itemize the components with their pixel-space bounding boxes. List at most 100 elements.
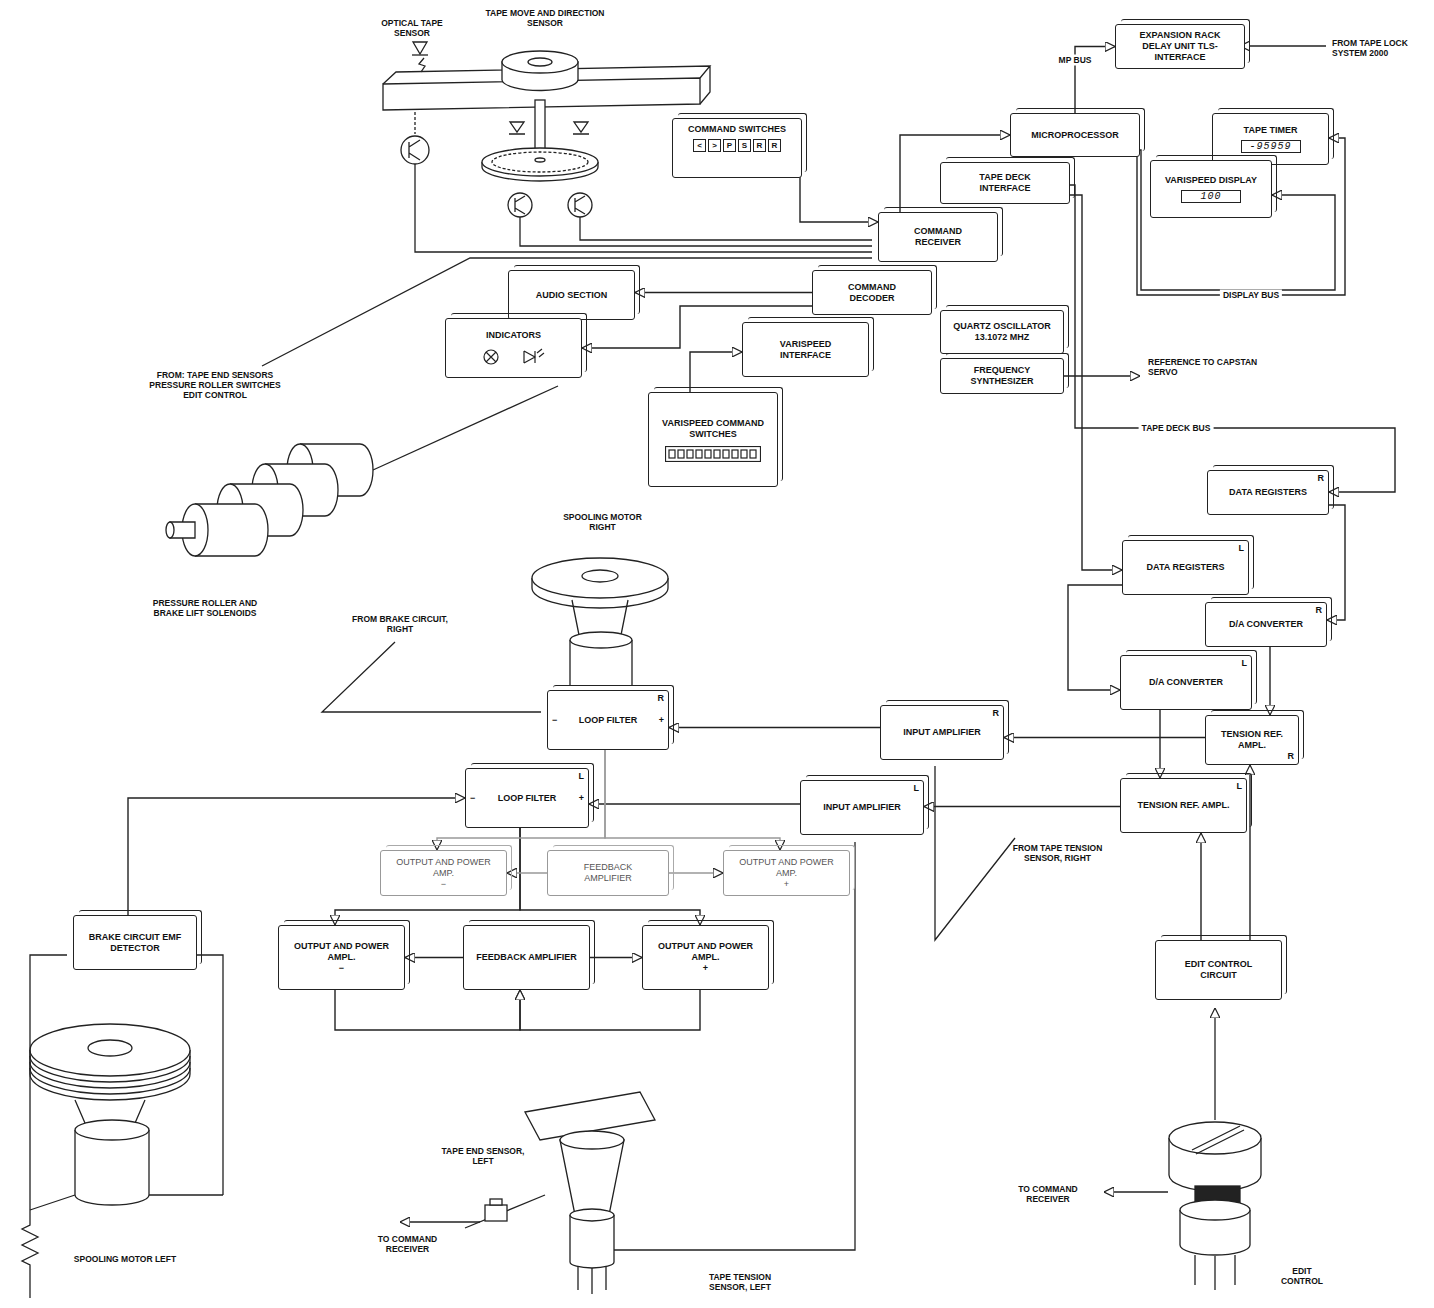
circuit-block: DATA REGISTERSL	[1122, 540, 1249, 595]
signal-connector	[690, 352, 742, 392]
spooling-motor-left	[88, 1040, 132, 1056]
node-label: OUTPUT AND POWER AMP.	[393, 857, 494, 879]
optical-tape-sensor	[412, 54, 428, 55]
display-readout: -95959	[1241, 140, 1301, 153]
node-label: LOOP FILTER	[478, 793, 576, 804]
spooling-motor-left	[75, 1120, 149, 1140]
tape-move-sensor	[509, 122, 525, 134]
node-label: QUARTZ OSCILLATOR 13.1072 MHZ	[953, 321, 1051, 343]
node-label: BRAKE CIRCUIT EMF DETECTOR	[86, 932, 184, 954]
input-sign: −	[552, 715, 557, 726]
circuit-block: D/A CONVERTERL	[1120, 655, 1252, 710]
hidden-channel-box: OUTPUT AND POWER AMP.+	[723, 850, 850, 896]
node-label: VARISPEED COMMAND SWITCHES	[661, 418, 765, 440]
node-label: MICROPROCESSOR	[1023, 130, 1127, 141]
node-label: FEEDBACK AMPLIFIER	[560, 862, 656, 884]
callout-label: SPOOLING MOTOR LEFT	[65, 1254, 185, 1264]
signal-connector	[669, 727, 880, 728]
tape-end-sensor-left	[400, 1195, 545, 1228]
circuit-block: TENSION REF. AMPL.L	[1120, 778, 1247, 833]
switch-key: >	[708, 139, 721, 152]
signal-connector	[335, 990, 520, 1030]
node-label: OUTPUT AND POWER AMP.	[736, 857, 837, 879]
tape-tension-sensor-left	[578, 1266, 606, 1294]
edit-control-knob	[1104, 1008, 1261, 1290]
circuit-block: TAPE TIMER -95959	[1212, 113, 1329, 165]
node-label: INDICATORS	[458, 330, 569, 341]
spooling-motor-left	[30, 1024, 190, 1076]
tape-tension-sensor-left	[560, 1131, 624, 1149]
node-label: COMMAND RECEIVER	[891, 226, 985, 248]
node-label: TENSION REF. AMPL.	[1218, 729, 1286, 751]
channel-tag: L	[1242, 658, 1248, 669]
edit-control-knob	[1214, 1008, 1215, 1120]
switch-key-symbol	[714, 450, 720, 458]
tape-tension-sensor-left	[560, 1140, 624, 1215]
optical-tape-sensor	[414, 112, 415, 134]
circuit-block: LOOP FILTERL−+	[465, 768, 589, 828]
node-label: VARISPEED DISPLAY	[1163, 175, 1259, 186]
callout-label: TO COMMAND RECEIVER	[360, 1234, 455, 1254]
tape-move-sensor	[575, 196, 585, 214]
circuit-block: LOOP FILTERR−+	[547, 690, 669, 750]
tape-end-sensor-left	[485, 1205, 507, 1221]
bus-label: TAPE DECK BUS	[1139, 423, 1214, 434]
indicator-symbol	[486, 352, 496, 362]
circuit-block: VARISPEED INTERFACE	[742, 322, 869, 377]
signal-connector	[405, 957, 463, 958]
channel-tag: L	[914, 783, 920, 794]
callout-label: OPTICAL TAPE SENSOR	[372, 18, 452, 38]
circuit-block: COMMAND RECEIVER	[878, 212, 998, 262]
signal-connector	[1070, 185, 1395, 492]
switch-bank	[665, 446, 761, 462]
circuit-block: COMMAND DECODER	[812, 270, 932, 315]
hidden-channel-box: FEEDBACK AMPLIFIER	[547, 850, 669, 896]
signal-connector	[1327, 505, 1345, 620]
node-label: COMMAND DECODER	[825, 282, 919, 304]
feedback-wires	[935, 766, 1015, 940]
optical-tape-sensor	[413, 42, 427, 54]
display-readout: 100	[1181, 190, 1241, 203]
edit-control-knob	[1195, 1255, 1235, 1290]
tape-move-sensor	[535, 158, 545, 162]
channel-tag: R	[993, 708, 1000, 719]
signal-connector	[1068, 585, 1122, 690]
switch-key-symbol	[741, 450, 747, 458]
spooling-motor-left	[75, 1130, 149, 1205]
signal-connector	[1070, 195, 1122, 570]
circuit-block: EXPANSION RACK DELAY UNIT TLS-INTERFACE	[1115, 24, 1245, 69]
node-label: EDIT CONTROL CIRCUIT	[1168, 959, 1269, 981]
signal-connector	[335, 828, 520, 925]
switch-key-symbol	[705, 450, 711, 458]
polarity-sign: +	[736, 879, 837, 890]
optical-tape-sensor	[409, 140, 420, 160]
channel-tag: L	[579, 771, 585, 782]
bus-arrows	[1240, 45, 1326, 46]
circuit-block: FEEDBACK AMPLIFIER	[463, 925, 590, 990]
spooling-motor-left	[22, 955, 223, 1298]
circuit-block: OUTPUT AND POWER AMPL.+	[642, 925, 769, 990]
node-label: D/A CONVERTER	[1133, 677, 1239, 688]
signal-connector	[1200, 833, 1201, 940]
indicator-symbol	[484, 350, 498, 364]
spooling-motor-right	[570, 632, 632, 648]
node-label: TAPE TIMER	[1225, 125, 1316, 136]
bus-arrows	[1058, 46, 1326, 376]
tape-move-sensor	[528, 58, 552, 66]
input-sign: +	[579, 793, 584, 804]
tape-end-sensor-left	[490, 1199, 502, 1205]
tape-tension-sensor-left	[570, 1215, 614, 1268]
circuit-block: EDIT CONTROL CIRCUIT	[1155, 940, 1282, 1000]
channel-tag: L	[1239, 543, 1245, 554]
node-label: VARISPEED INTERFACE	[755, 339, 856, 361]
circuit-block: OUTPUT AND POWER AMPL.−	[278, 925, 405, 990]
signal-connector	[520, 990, 700, 1030]
tape-move-sensor	[482, 148, 598, 176]
channel-tag: L	[1237, 781, 1243, 792]
node-label: OUTPUT AND POWER AMPL.	[655, 941, 756, 963]
solenoids	[373, 386, 558, 470]
node-label: EXPANSION RACK DELAY UNIT TLS-INTERFACE	[1128, 30, 1232, 63]
switch-key-symbol	[750, 450, 756, 458]
circuit-block: VARISPEED COMMAND SWITCHES	[648, 392, 778, 487]
